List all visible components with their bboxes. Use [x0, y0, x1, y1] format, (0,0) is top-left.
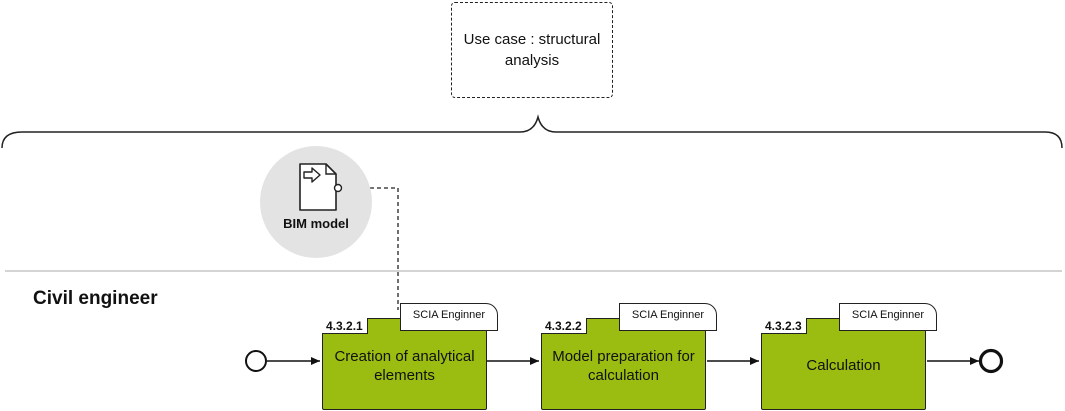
use-case-box: Use case : structural analysis	[451, 2, 613, 98]
document-import-icon	[299, 163, 343, 211]
start-event[interactable]	[245, 350, 267, 372]
task-tool-tag: SCIA Enginner	[839, 303, 937, 331]
task-tool-tag: SCIA Enginner	[619, 303, 717, 331]
data-association-line	[342, 187, 399, 310]
lane-label: Civil engineer	[33, 288, 158, 309]
task-name: Creation of analytical elements	[334, 347, 475, 384]
task-name: Calculation	[806, 357, 881, 374]
task-id: 4.3.2.1	[322, 318, 368, 334]
scope-brace	[1, 114, 1063, 149]
task-name: Model preparation for calculation	[552, 347, 695, 384]
use-case-label: Use case : structural analysis	[463, 31, 601, 69]
task-id: 4.3.2.2	[541, 318, 587, 334]
task-tool-tag: SCIA Enginner	[400, 303, 498, 331]
task-id: 4.3.2.3	[761, 318, 807, 334]
end-event[interactable]	[978, 348, 1004, 374]
bim-model-label: BIM model	[283, 216, 349, 231]
